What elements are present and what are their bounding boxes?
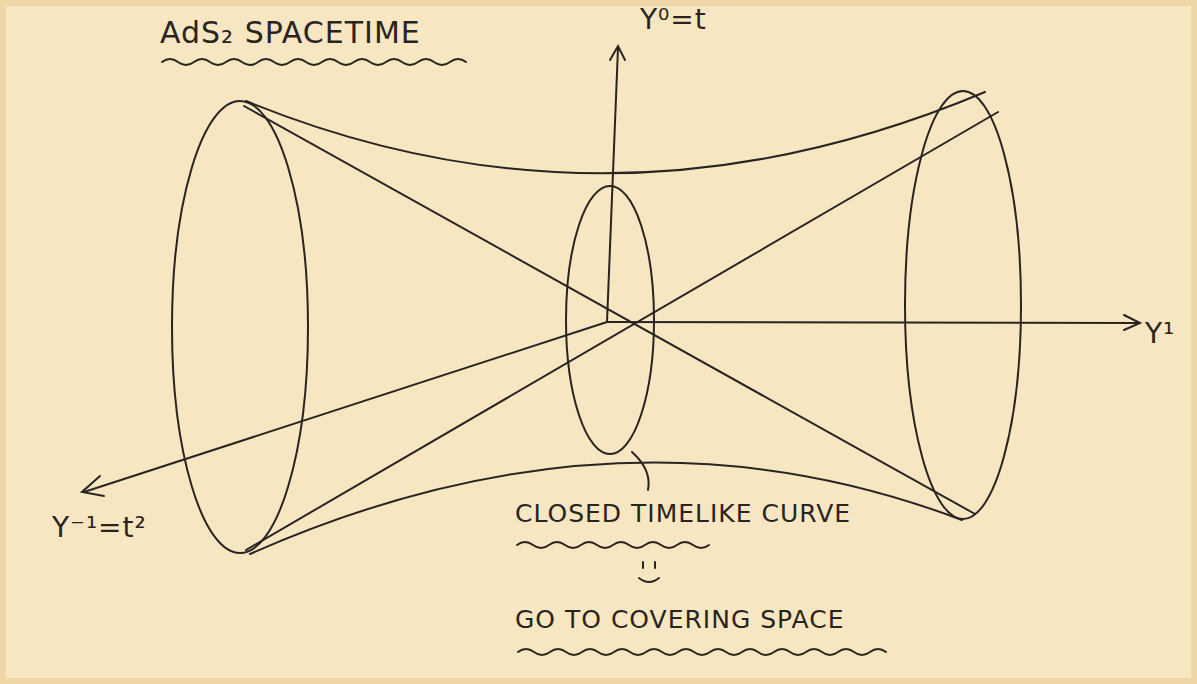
axis-label: Y⁻¹=t² xyxy=(52,512,147,544)
axis-label: Y⁰=t xyxy=(640,4,707,36)
axis-label: Y¹ xyxy=(1145,318,1175,350)
annotation-note: CLOSED TIMELIKE CURVE xyxy=(515,500,851,529)
annotation-note: GO TO COVERING SPACE xyxy=(515,606,845,635)
diagram-title: AdS₂ SPACETIME xyxy=(160,16,421,51)
